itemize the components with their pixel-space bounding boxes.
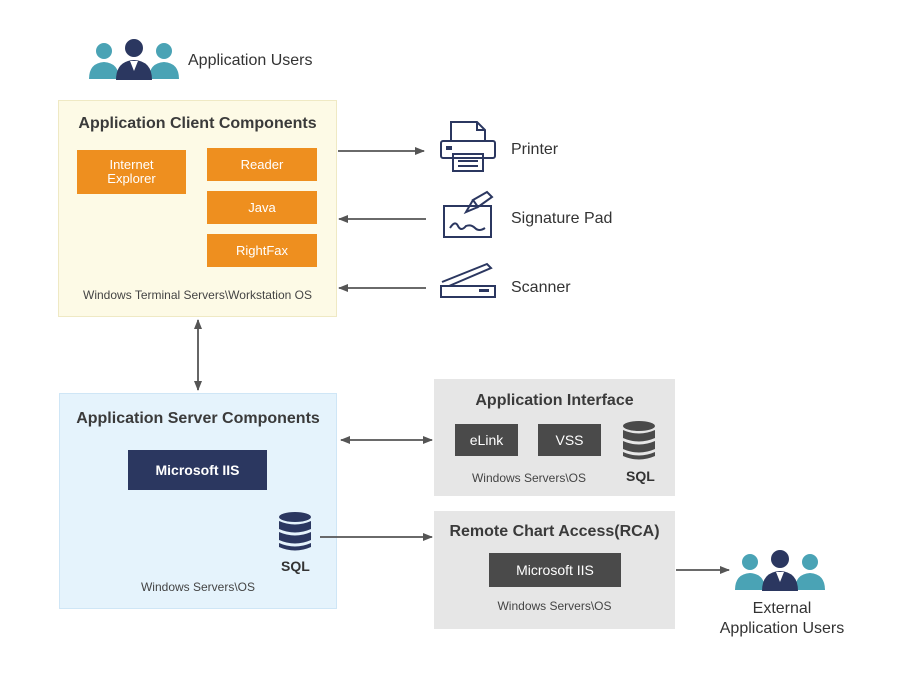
client-title: Application Client Components	[78, 115, 317, 132]
rca-os: Windows Servers\OS	[497, 599, 612, 613]
server-sql-label: SQL	[281, 558, 310, 574]
rca-iis-box: Microsoft IIS	[489, 553, 621, 587]
java-box: Java	[207, 191, 317, 224]
ie-line2: Explorer	[107, 171, 156, 186]
server-iis-box: Microsoft IIS	[128, 450, 267, 490]
users-group-icon	[89, 39, 179, 80]
signature-pad-label: Signature Pad	[511, 210, 613, 227]
interface-os: Windows Servers\OS	[471, 471, 587, 485]
interface-title: Application Interface	[475, 392, 634, 409]
server-os: Windows Servers\OS	[140, 580, 256, 594]
users-label: Application Users	[188, 52, 313, 69]
external-users-line1: External	[752, 600, 812, 617]
server-database-icon	[279, 512, 311, 551]
client-os: Windows Terminal Servers\Workstation OS	[83, 288, 312, 302]
printer-icon	[440, 121, 496, 172]
ie-line1: Internet	[109, 157, 154, 172]
reader-box: Reader	[207, 148, 317, 181]
signature-pad-icon	[443, 190, 494, 238]
rca-title: Remote Chart Access(RCA)	[449, 523, 660, 540]
scanner-icon	[440, 262, 496, 298]
external-users-icon	[735, 550, 825, 591]
printer-label: Printer	[511, 141, 559, 158]
external-users-line2: Application Users	[719, 620, 845, 637]
scanner-label: Scanner	[511, 279, 571, 296]
elink-box: eLink	[455, 424, 518, 456]
interface-sql-label: SQL	[626, 468, 655, 484]
server-title: Application Server Components	[76, 410, 320, 427]
interface-database-icon	[623, 421, 655, 460]
rightfax-box: RightFax	[207, 234, 317, 267]
vss-box: VSS	[538, 424, 601, 456]
server-components-panel	[59, 393, 337, 609]
internet-explorer-box: Internet Explorer	[77, 150, 186, 194]
